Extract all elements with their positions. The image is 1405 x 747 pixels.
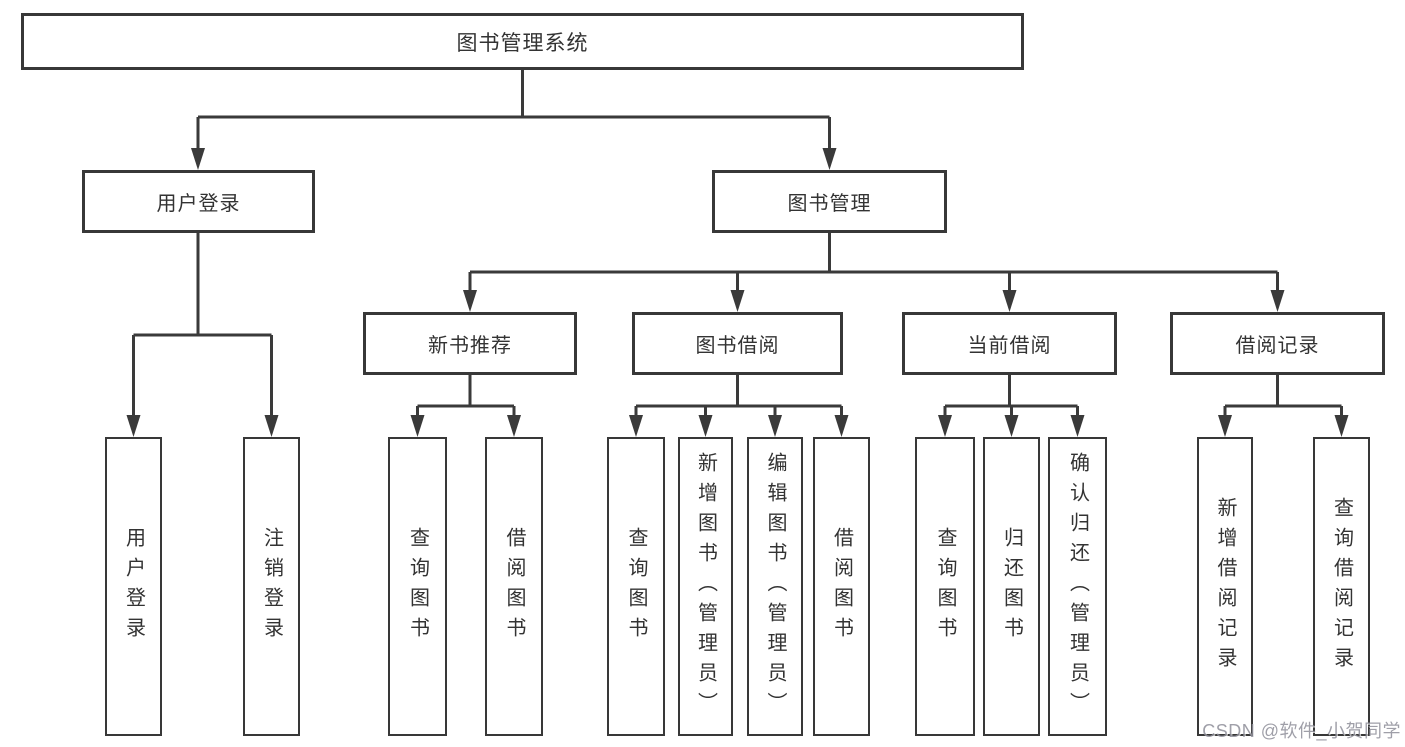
node-current-borrow-label: 当前借阅 (967, 335, 1052, 357)
arrowhead-borrow-c3 (768, 415, 782, 437)
node-borrow-record-label: 借阅记录 (1235, 335, 1320, 357)
node-new-book-recommend-label: 新书推荐 (428, 335, 512, 357)
csdn-watermark: CSDN @软件_小贺同学 (1202, 721, 1401, 741)
node-user-login: 用户登录 (82, 170, 315, 233)
leaf-current-query-label: 查询图书 (934, 526, 956, 647)
leaf-record-query: 查询借阅记录 (1313, 437, 1370, 736)
arrowhead-current (1002, 290, 1017, 312)
node-book-borrow: 图书借阅 (632, 312, 843, 375)
arrowhead-borrow-c1 (629, 415, 643, 437)
arrowhead-user-c1 (126, 415, 141, 437)
arrowhead-record-c1 (1218, 415, 1232, 437)
leaf-current-return-label: 归还图书 (1000, 526, 1023, 647)
leaf-newbook-query-label: 查询图书 (406, 526, 429, 647)
node-book-management-label: 图书管理 (787, 193, 872, 215)
arrowhead-borrow (730, 290, 745, 312)
leaf-record-add-label: 新增借阅记录 (1214, 496, 1236, 677)
leaf-record-add: 新增借阅记录 (1197, 437, 1253, 736)
leaf-borrow-add-admin-label: 新增图书（管理员） (694, 451, 717, 722)
node-new-book-recommend: 新书推荐 (363, 312, 577, 375)
arrowhead-book-mgmt (822, 148, 837, 170)
leaf-borrow-edit-admin: 编辑图书（管理员） (747, 437, 803, 736)
arrowhead-newbook-c2 (507, 415, 521, 437)
leaf-current-query: 查询图书 (915, 437, 975, 736)
leaf-user-login-label: 用户登录 (122, 526, 145, 647)
leaf-user-logout: 注销登录 (243, 437, 300, 736)
leaf-newbook-query: 查询图书 (388, 437, 447, 736)
arrowhead-newbook-c1 (410, 415, 425, 437)
arrowhead-user-c2 (264, 415, 279, 437)
leaf-borrow-query: 查询图书 (607, 437, 665, 736)
leaf-borrow-borrow: 借阅图书 (813, 437, 870, 736)
arrowhead-current-c2 (1004, 415, 1019, 437)
node-book-management: 图书管理 (712, 170, 947, 233)
arrowhead-record-c2 (1334, 415, 1349, 437)
leaf-borrow-query-label: 查询图书 (625, 526, 647, 647)
arrowhead-borrow-c2 (698, 415, 713, 437)
leaf-borrow-edit-admin-label: 编辑图书（管理员） (764, 451, 786, 722)
leaf-newbook-borrow: 借阅图书 (485, 437, 543, 736)
arrowhead-user-login (191, 148, 205, 170)
node-root: 图书管理系统 (21, 13, 1024, 70)
node-user-login-label: 用户登录 (156, 193, 241, 215)
arrowhead-newbook (463, 290, 477, 312)
node-current-borrow: 当前借阅 (902, 312, 1117, 375)
leaf-current-return: 归还图书 (983, 437, 1040, 736)
arrowhead-current-c1 (938, 415, 952, 437)
leaf-current-confirm-admin: 确认归还（管理员） (1048, 437, 1107, 736)
leaf-user-login: 用户登录 (105, 437, 162, 736)
arrowhead-record (1270, 290, 1285, 312)
arrowhead-borrow-c4 (834, 415, 849, 437)
leaf-borrow-borrow-label: 借阅图书 (830, 526, 853, 647)
leaf-current-confirm-admin-label: 确认归还（管理员） (1066, 451, 1089, 722)
node-borrow-record: 借阅记录 (1170, 312, 1385, 375)
leaf-borrow-add-admin: 新增图书（管理员） (678, 437, 733, 736)
node-book-borrow-label: 图书借阅 (695, 335, 780, 357)
leaf-user-logout-label: 注销登录 (260, 526, 283, 647)
leaf-record-query-label: 查询借阅记录 (1330, 496, 1353, 677)
arrowhead-current-c3 (1070, 415, 1085, 437)
node-root-label: 图书管理系统 (456, 31, 589, 55)
leaf-newbook-borrow-label: 借阅图书 (503, 526, 525, 647)
